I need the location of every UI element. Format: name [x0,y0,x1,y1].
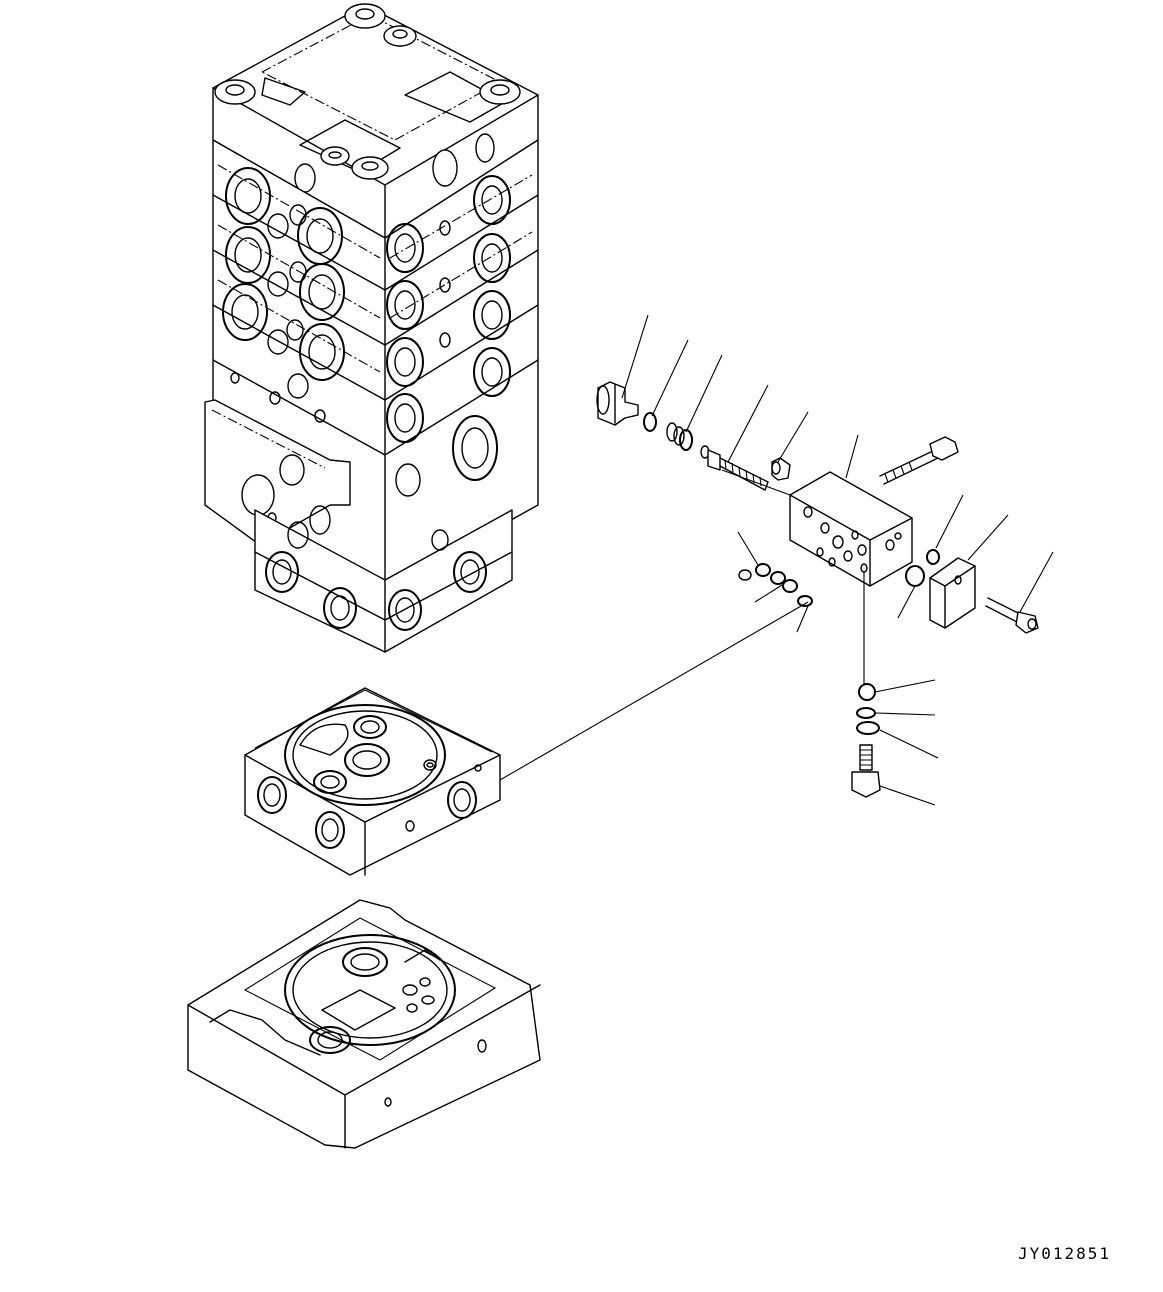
check-ball [859,684,875,700]
cover-plate [930,558,975,628]
o-ring [927,550,939,564]
o-ring [644,413,656,431]
o-ring [857,708,875,718]
main-valve-stack [205,4,538,652]
leader-lines [622,315,1053,805]
middle-valve-section [245,688,500,875]
small-plug [772,458,790,480]
valve-block [790,472,912,586]
long-bolt [880,437,958,484]
bottom-end-cover [188,900,540,1148]
cover-bolt [986,598,1038,633]
relief-valve-plug [597,382,638,425]
plug-fitting [852,745,880,797]
backup-ring-set [667,423,692,450]
o-ring-set [739,564,812,606]
o-ring [857,722,879,734]
o-ring [906,566,924,586]
assembly-lines [500,470,864,780]
drawing-reference-code: JY012851 [1018,1244,1112,1263]
